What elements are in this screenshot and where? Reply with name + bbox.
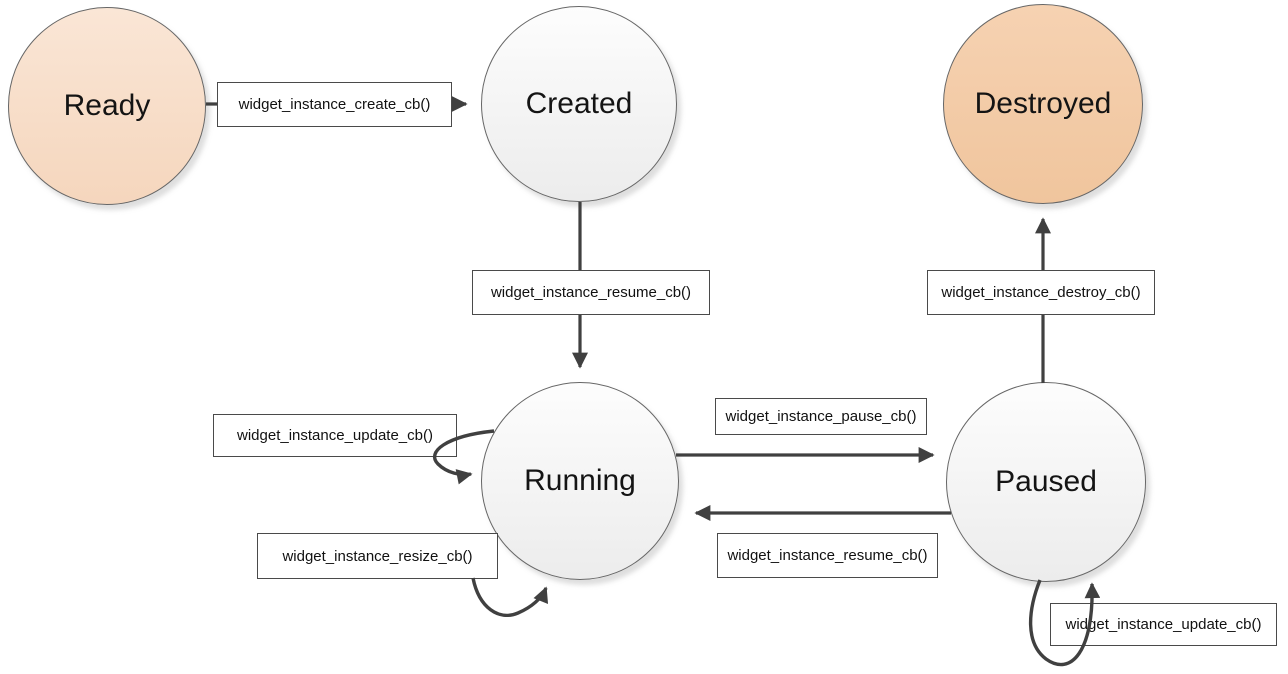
transition-label-resize-running: widget_instance_resize_cb() bbox=[257, 533, 498, 579]
self-loop-resize-running-arrow bbox=[471, 577, 549, 617]
state-created: Created bbox=[481, 6, 677, 202]
state-ready: Ready bbox=[8, 7, 206, 205]
transition-label-update-paused: widget_instance_update_cb() bbox=[1050, 603, 1277, 646]
state-created-label: Created bbox=[525, 87, 633, 120]
state-paused-label: Paused bbox=[995, 465, 1097, 498]
transition-label-update-paused-text: widget_instance_update_cb() bbox=[1065, 616, 1262, 633]
transition-label-resume-created-text: widget_instance_resume_cb() bbox=[490, 284, 692, 301]
transition-label-resume-paused-text: widget_instance_resume_cb() bbox=[727, 547, 928, 564]
state-ready-label: Ready bbox=[63, 89, 151, 122]
state-paused: Paused bbox=[946, 382, 1146, 582]
state-destroyed-label: Destroyed bbox=[974, 87, 1112, 120]
transition-label-update-running: widget_instance_update_cb() bbox=[213, 414, 457, 457]
transition-label-update-running-text: widget_instance_update_cb() bbox=[237, 427, 433, 444]
state-running: Running bbox=[481, 382, 679, 580]
transition-label-resume-paused: widget_instance_resume_cb() bbox=[717, 533, 938, 578]
transition-label-pause: widget_instance_pause_cb() bbox=[715, 398, 927, 435]
state-destroyed: Destroyed bbox=[943, 4, 1143, 204]
transition-label-create: widget_instance_create_cb() bbox=[217, 82, 452, 127]
transition-label-create-text: widget_instance_create_cb() bbox=[238, 96, 431, 113]
transition-label-destroy-text: widget_instance_destroy_cb() bbox=[941, 284, 1141, 301]
state-running-label: Running bbox=[524, 464, 636, 497]
transition-label-destroy: widget_instance_destroy_cb() bbox=[927, 270, 1155, 315]
transition-label-resume-created: widget_instance_resume_cb() bbox=[472, 270, 710, 315]
transition-label-pause-text: widget_instance_pause_cb() bbox=[725, 408, 917, 425]
transition-label-resize-running-text: widget_instance_resize_cb() bbox=[282, 547, 473, 565]
